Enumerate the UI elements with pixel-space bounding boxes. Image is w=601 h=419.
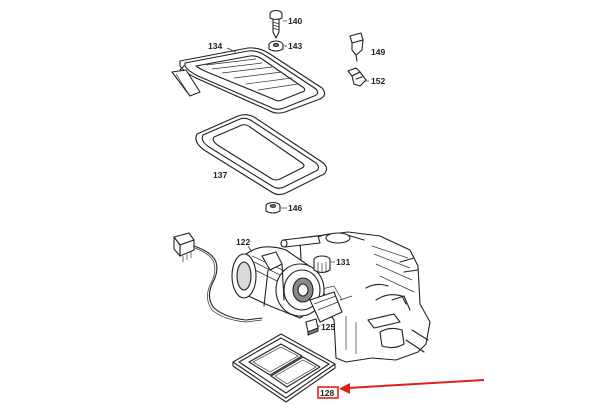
cover-plate-part-128[interactable] — [232, 333, 336, 403]
connector-part[interactable] — [173, 232, 195, 262]
callout-152: 152 — [371, 76, 385, 86]
filter-frame-part-134[interactable] — [171, 47, 326, 114]
callout-140: 140 — [288, 16, 302, 26]
callout-143: 143 — [288, 41, 302, 51]
callout-125: 125 — [321, 322, 335, 332]
blower-bracket — [280, 235, 321, 248]
blower-motor-part-122[interactable] — [231, 246, 343, 323]
callout-137: 137 — [213, 170, 227, 180]
cap-part-131[interactable] — [313, 255, 331, 274]
callout-122: 122 — [236, 237, 250, 247]
highlight-arrow — [339, 379, 485, 394]
clip-part-149[interactable] — [349, 32, 364, 62]
callout-131: 131 — [336, 257, 350, 267]
callout-128: 128 — [320, 388, 334, 398]
callout-134: 134 — [208, 41, 222, 51]
screw-part-140[interactable] — [269, 9, 283, 39]
wiring-harness — [193, 245, 263, 321]
clip-part-152[interactable] — [347, 67, 367, 87]
washer-part-143[interactable] — [268, 40, 284, 52]
callout-149: 149 — [371, 47, 385, 57]
highlight-box-128[interactable]: 128 — [317, 386, 339, 399]
sensor-part-125[interactable] — [305, 318, 320, 336]
callout-146: 146 — [288, 203, 302, 213]
gasket-part-137[interactable] — [195, 114, 328, 196]
nut-part-146[interactable] — [265, 201, 281, 214]
